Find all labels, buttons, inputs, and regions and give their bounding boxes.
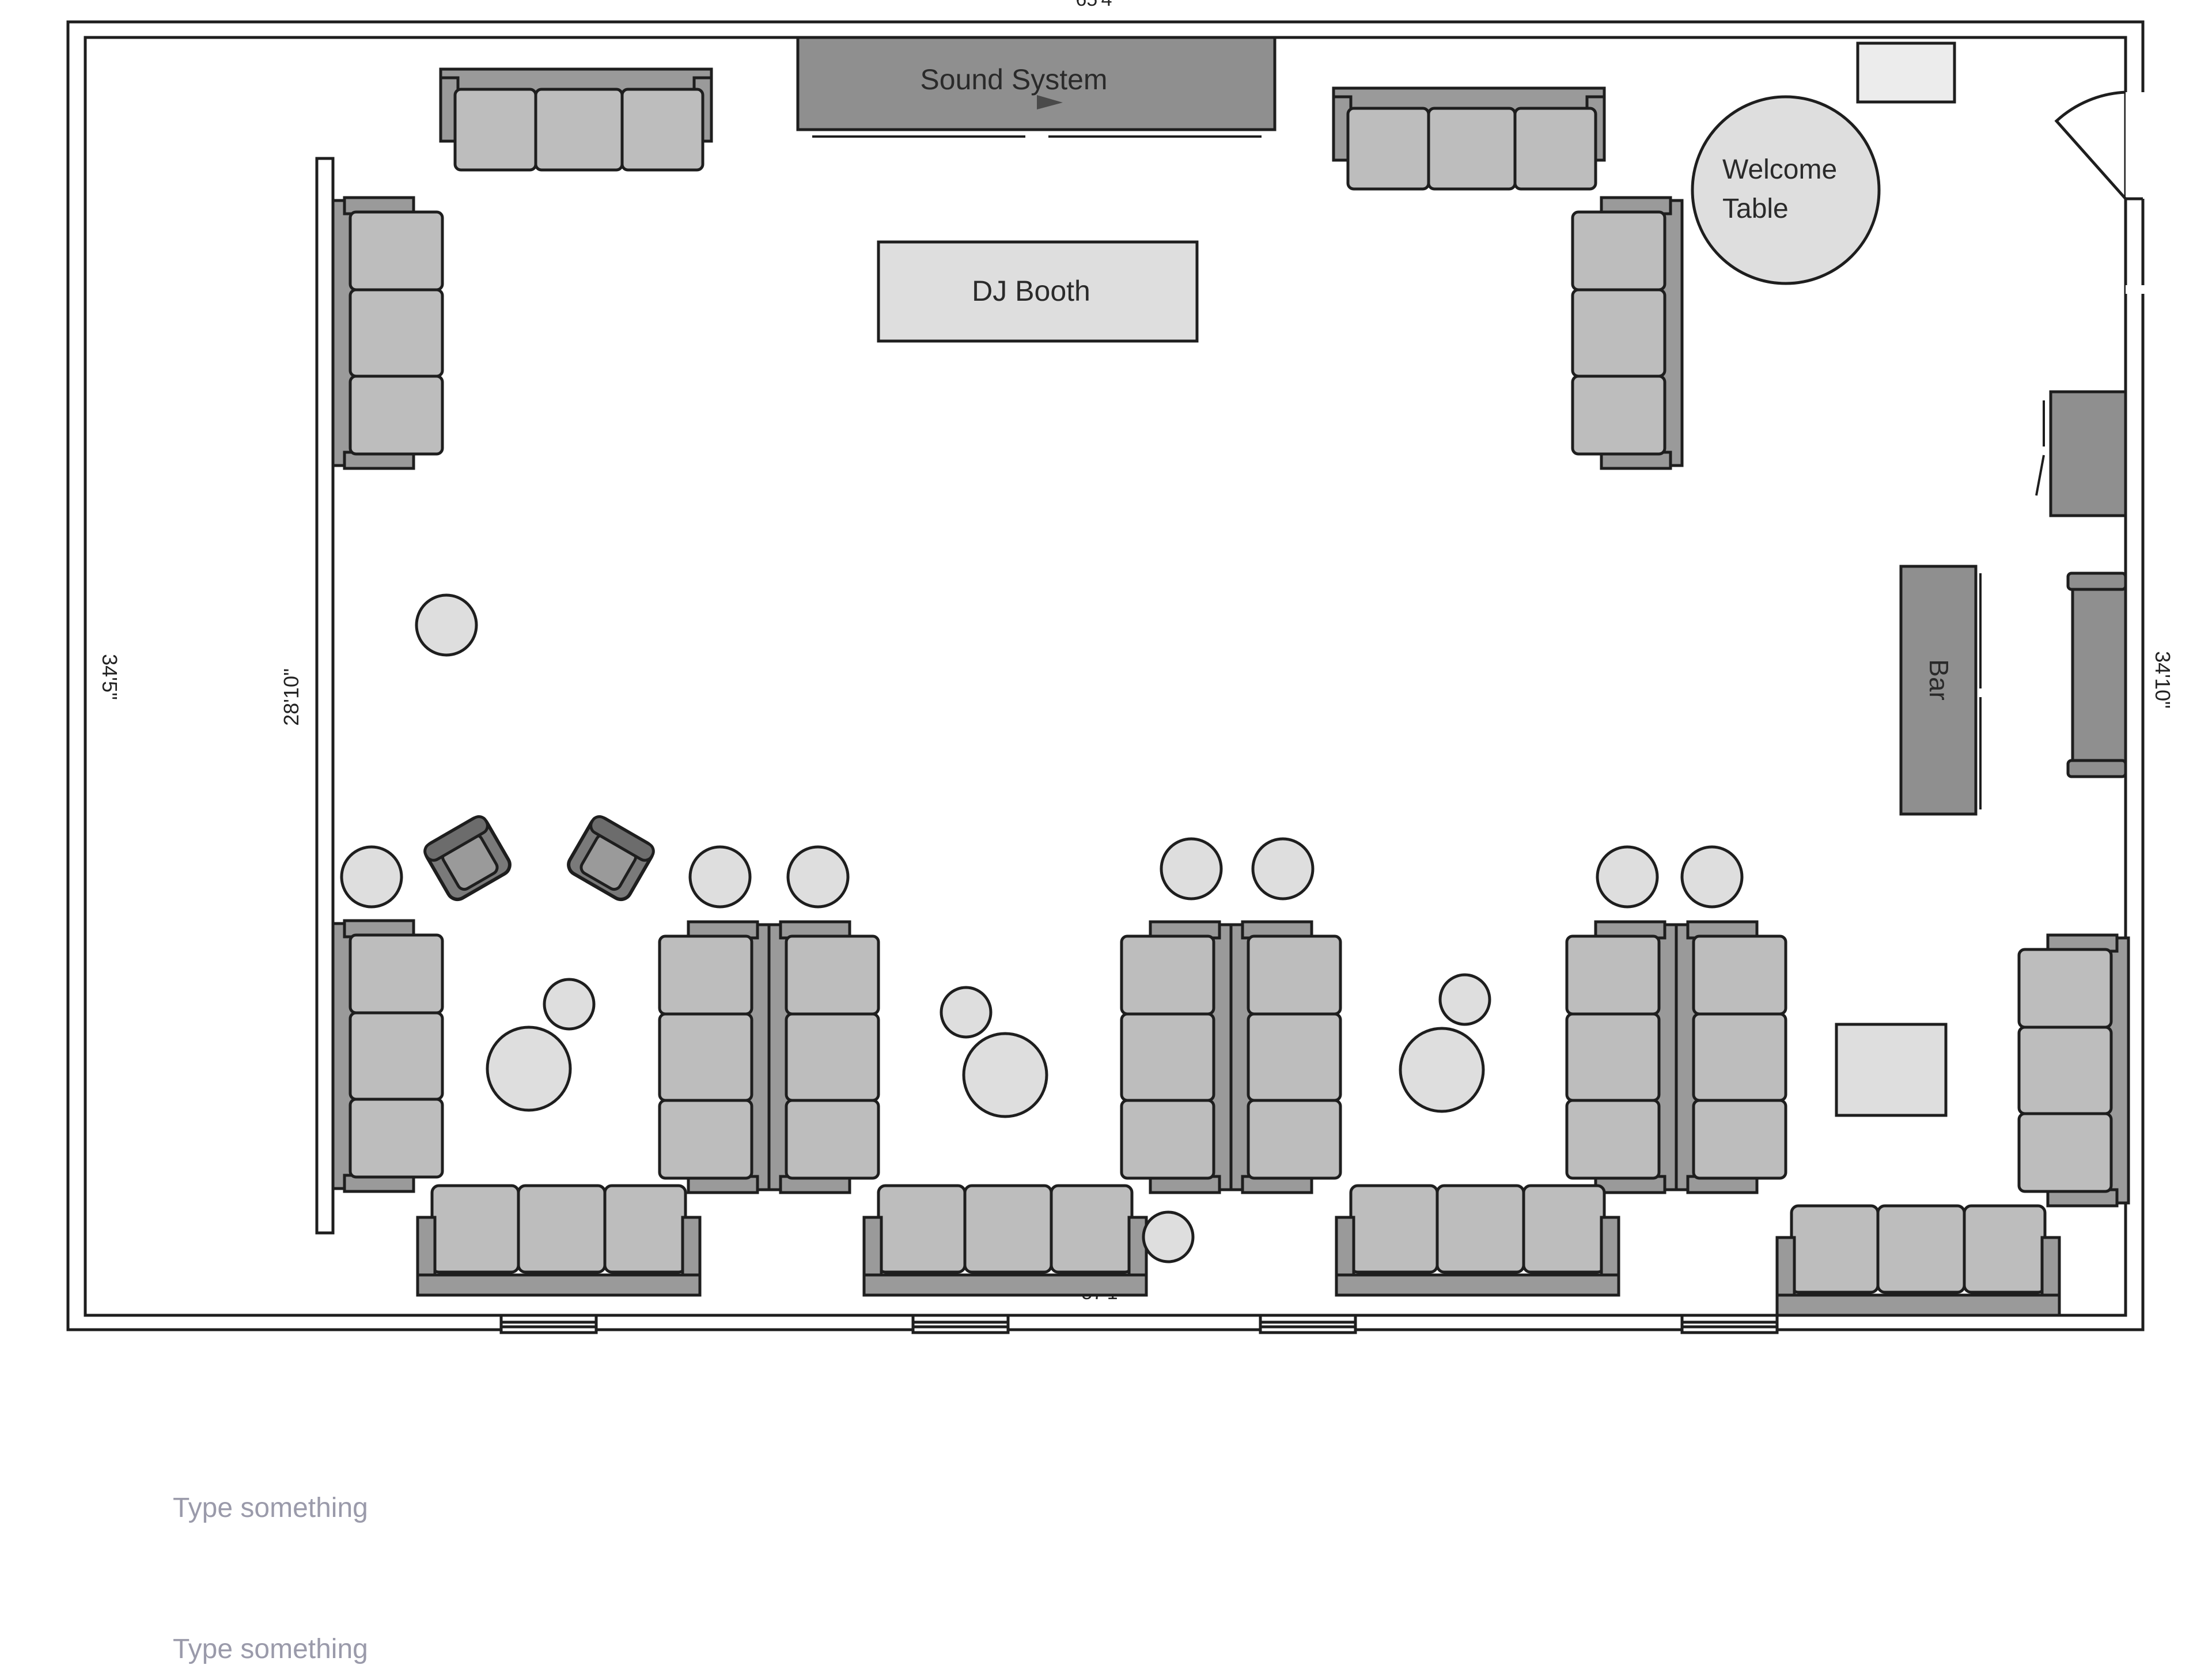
dimension-top: 65'4" bbox=[1075, 0, 1119, 10]
bench-right bbox=[2066, 572, 2127, 778]
round-table bbox=[415, 593, 478, 657]
dj-booth: DJ Booth bbox=[877, 240, 1199, 343]
square-table bbox=[1835, 1023, 1948, 1117]
dimension-right: 34'10" bbox=[2151, 651, 2175, 709]
welcome-table-label-line1: Welcome bbox=[1722, 154, 1837, 185]
sofa-bottom-4 bbox=[1777, 1206, 2059, 1315]
round-table bbox=[340, 845, 403, 909]
bar-label: Bar bbox=[1924, 659, 1954, 701]
round-table bbox=[1680, 845, 1744, 909]
small-side-table bbox=[1856, 41, 1956, 104]
round-table bbox=[1399, 1027, 1485, 1113]
armchair-2 bbox=[565, 813, 657, 903]
round-table bbox=[962, 1032, 1048, 1118]
note-input-1[interactable]: Type something bbox=[173, 1493, 368, 1523]
welcome-table: Welcome Table bbox=[1691, 95, 1881, 285]
sofa-top-left bbox=[441, 69, 711, 170]
dimension-left: 34'5" bbox=[98, 654, 122, 700]
sofa-bottom-2 bbox=[864, 1186, 1146, 1295]
dimension-inner-wall: 28'10" bbox=[279, 668, 303, 726]
sofa-left-lower bbox=[333, 921, 442, 1191]
sofa-bottom-1 bbox=[418, 1186, 700, 1295]
back-bar-cabinet bbox=[2035, 390, 2127, 517]
sofa-top-right bbox=[1334, 88, 1604, 189]
round-table bbox=[786, 845, 850, 909]
dj-booth-label: DJ Booth bbox=[972, 275, 1090, 307]
round-table bbox=[1142, 1210, 1195, 1263]
sofa-left-upper bbox=[333, 198, 442, 468]
sofa-right-upper bbox=[1573, 198, 1682, 468]
round-table bbox=[543, 978, 596, 1031]
welcome-table-label-line2: Table bbox=[1722, 194, 1789, 224]
round-table bbox=[1596, 845, 1659, 909]
sofa-block-3 bbox=[1567, 922, 1786, 1193]
note-input-2[interactable]: Type something bbox=[173, 1634, 368, 1664]
sofa-right-lower bbox=[2019, 935, 2128, 1206]
bar: Bar bbox=[1899, 565, 1982, 816]
round-table bbox=[1251, 837, 1315, 900]
round-table bbox=[1438, 973, 1491, 1026]
partition-wall bbox=[315, 157, 335, 1235]
entrance-door bbox=[2054, 35, 2149, 294]
sofa-block-1 bbox=[660, 922, 878, 1193]
armchair-1 bbox=[422, 813, 514, 903]
sofa-block-2 bbox=[1122, 922, 1340, 1193]
sound-system: Sound System bbox=[796, 36, 1277, 138]
round-table bbox=[688, 845, 752, 909]
round-table bbox=[486, 1026, 572, 1112]
round-table bbox=[940, 986, 993, 1039]
sofa-bottom-3 bbox=[1336, 1186, 1619, 1295]
sound-system-label: Sound System bbox=[920, 63, 1107, 96]
round-tables bbox=[340, 593, 1744, 1263]
round-table bbox=[1160, 837, 1223, 900]
